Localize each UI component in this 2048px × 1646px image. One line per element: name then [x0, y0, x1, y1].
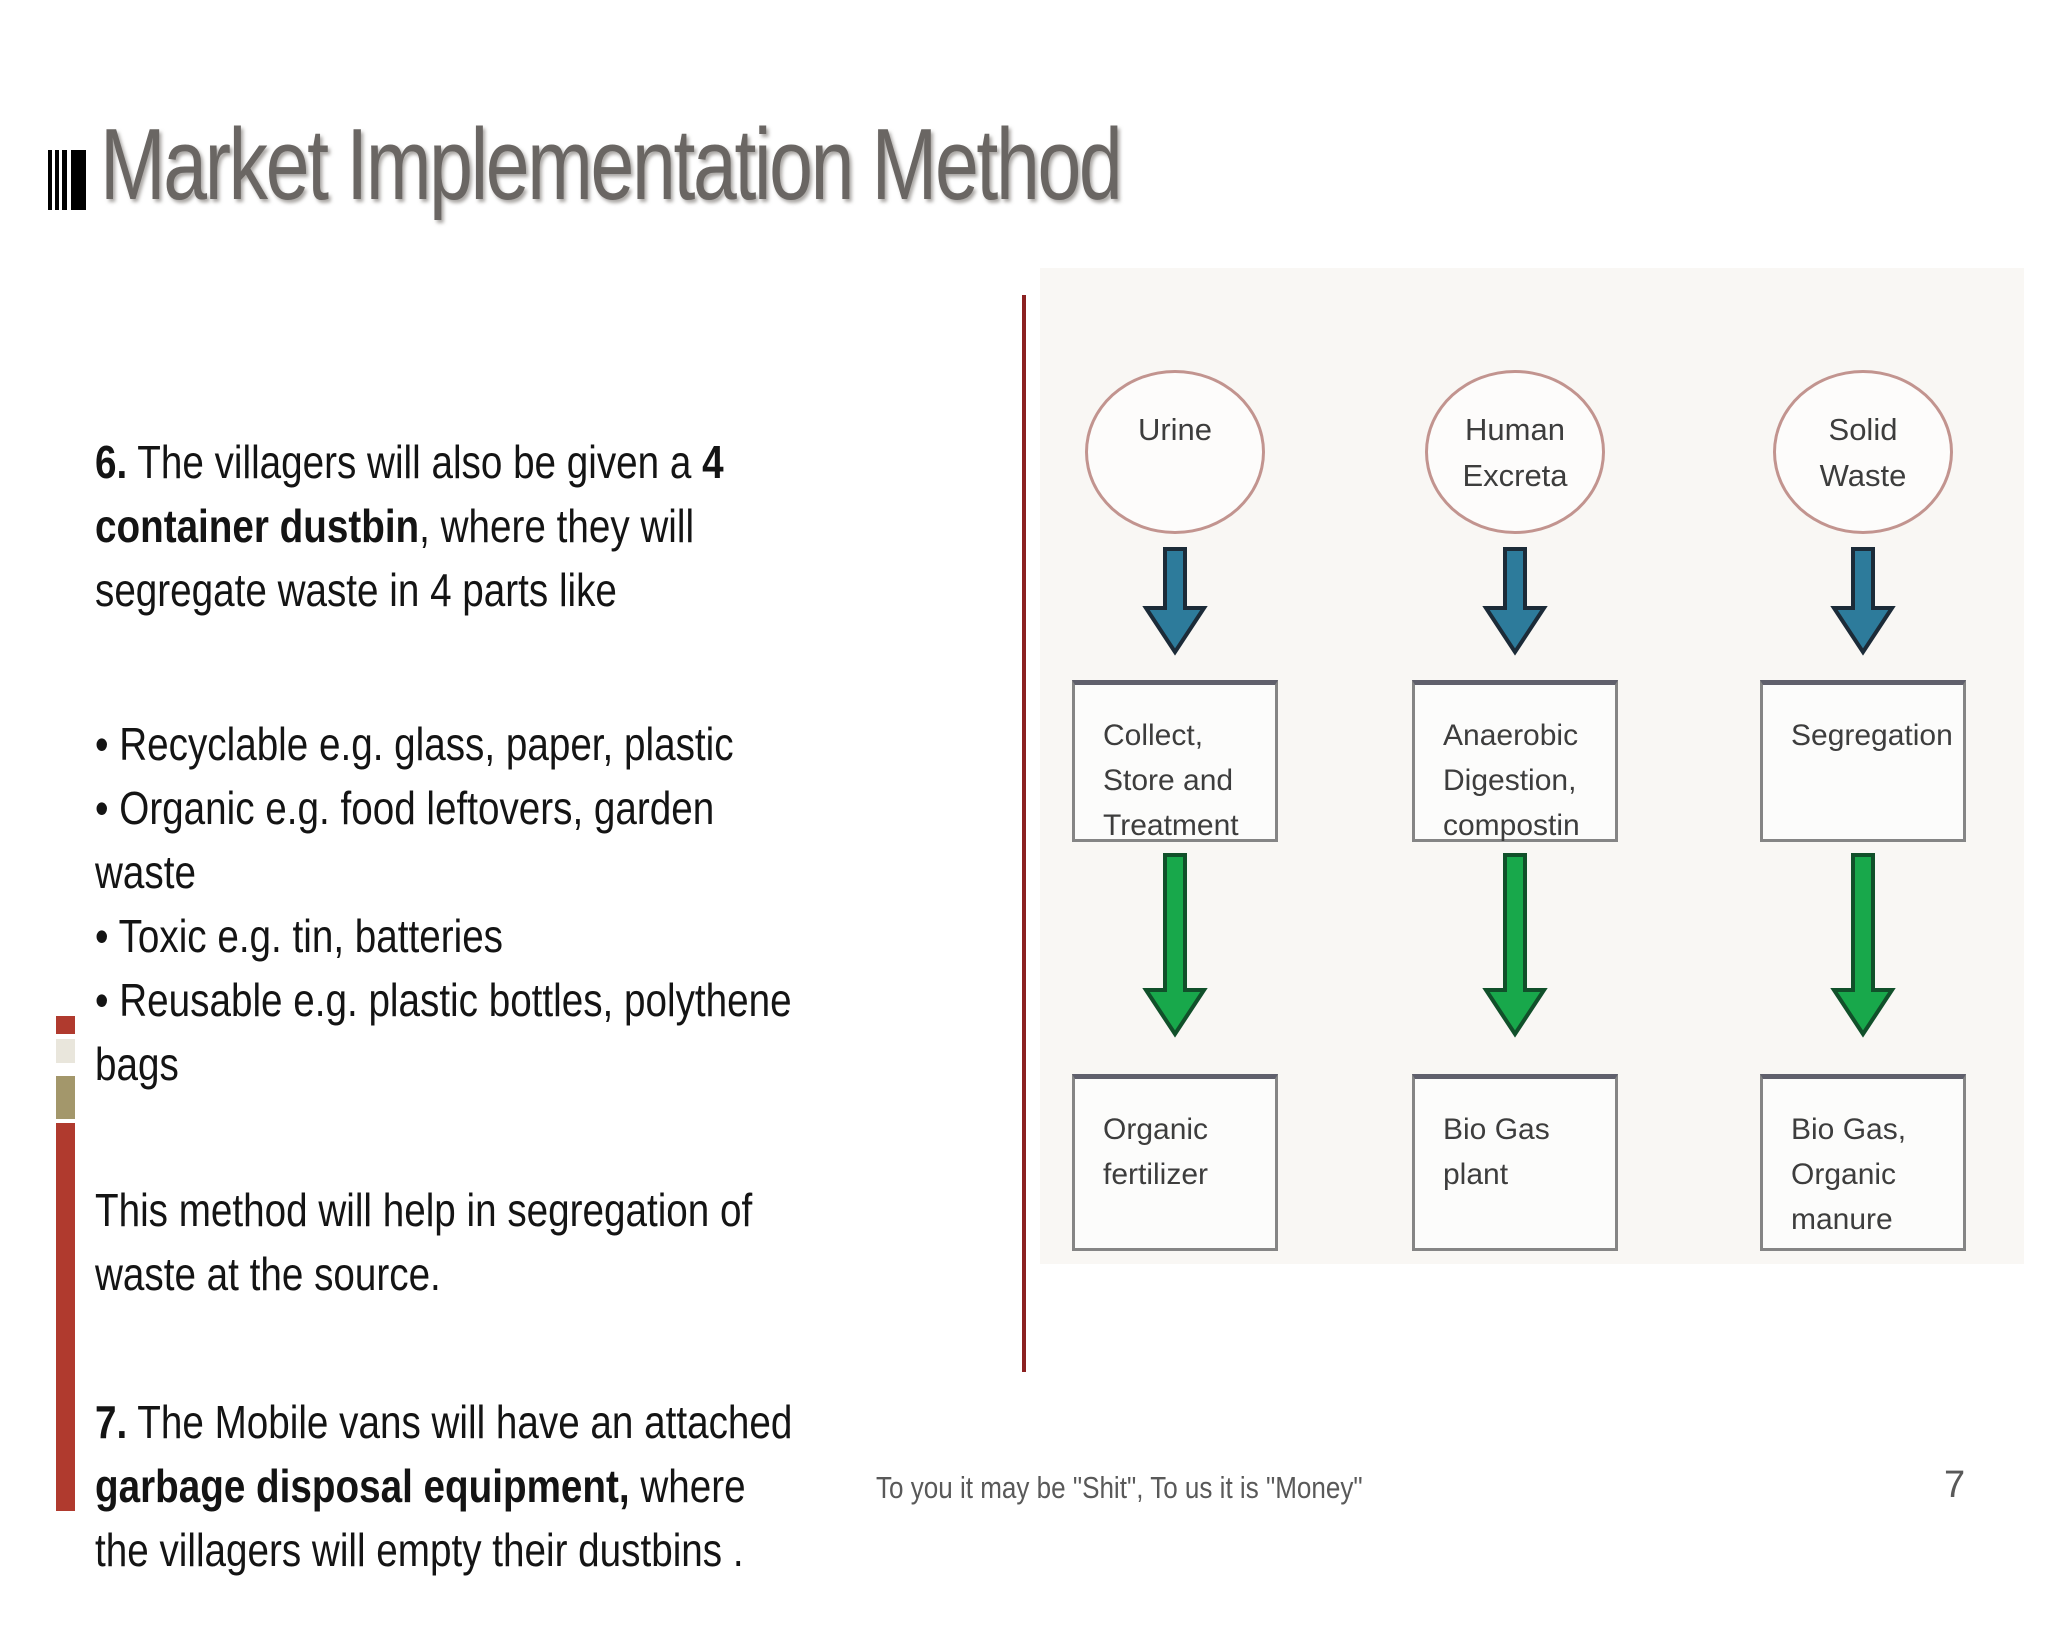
bullet-item: • Organic e.g. food leftovers, garden wa…	[95, 782, 715, 898]
process-label: Anaerobic Digestion, compostin	[1443, 719, 1580, 842]
down-arrow-green-icon	[1830, 852, 1896, 1043]
paragraph-method: This method will help in segregation of …	[95, 1178, 1069, 1306]
bullet-list: • Recyclable e.g. glass, paper, plastic •…	[95, 712, 1069, 1096]
down-arrow-green-icon	[1142, 852, 1208, 1043]
text-segment: The Mobile vans will have an attached	[137, 1396, 793, 1448]
text-segment: This method will help in segregation of …	[95, 1184, 753, 1300]
bullet-item: • Toxic e.g. tin, batteries	[95, 910, 504, 962]
accent-bar-red	[56, 1123, 75, 1511]
down-arrow-blue-icon	[1482, 546, 1548, 661]
text-segment: The villagers will also be given a	[127, 436, 703, 488]
process-box: Anaerobic Digestion, compostin	[1412, 680, 1618, 842]
page-number: 7	[1944, 1464, 1966, 1506]
process-label: Segregation	[1791, 719, 1953, 752]
output-box: Bio Gas plant	[1412, 1074, 1618, 1251]
down-arrow-green-icon	[1482, 852, 1548, 1043]
output-label: Bio Gas, Organic manure	[1791, 1113, 1907, 1236]
vertical-divider-line	[1022, 295, 1026, 1372]
page-title: Market Implementation Method	[100, 109, 1123, 221]
title-marker-bar	[48, 150, 52, 210]
output-label: Organic fertilizer	[1103, 1113, 1209, 1191]
output-box: Organic fertilizer	[1072, 1074, 1278, 1251]
process-box: Segregation	[1760, 680, 1966, 842]
slide: Market Implementation Method 6. The vill…	[48, 109, 2024, 1576]
body-text: 6. The villagers will also be given a 4 …	[95, 366, 1069, 1646]
accent-square-pale	[56, 1039, 75, 1063]
bold-text-segment: garbage disposal equipment,	[95, 1460, 630, 1512]
accent-square-red	[56, 1016, 75, 1034]
source-label: Solid Waste	[1819, 412, 1907, 493]
title-marker-bar	[62, 150, 67, 210]
paragraph-6: 6. The villagers will also be given a 4 …	[95, 430, 1069, 622]
output-box: Bio Gas, Organic manure	[1760, 1074, 1966, 1251]
title-marker-bar	[71, 150, 86, 210]
text-segment: , where they will segregate waste in 4 p…	[95, 500, 695, 616]
footer-text: To you it may be "Shit", To us it is "Mo…	[876, 1470, 1363, 1505]
bold-text-segment: 4 container dustbin	[95, 436, 724, 552]
source-circle: Solid Waste	[1773, 370, 1953, 534]
bold-text-segment: 6.	[95, 436, 128, 488]
bullet-item: • Recyclable e.g. glass, paper, plastic	[95, 718, 734, 770]
process-box: Collect, Store and Treatment	[1072, 680, 1278, 842]
process-label: Collect, Store and Treatment	[1103, 719, 1239, 842]
bold-text-segment: 7.	[95, 1396, 128, 1448]
source-label: Urine	[1137, 412, 1213, 447]
source-circle: Human Excreta	[1425, 370, 1605, 534]
accent-square-tan	[56, 1076, 75, 1119]
down-arrow-blue-icon	[1142, 546, 1208, 661]
source-label: Human Excreta	[1462, 412, 1568, 493]
bullet-item: • Reusable e.g. plastic bottles, polythe…	[95, 974, 792, 1090]
source-circle: Urine	[1085, 370, 1265, 534]
down-arrow-blue-icon	[1830, 546, 1896, 661]
title-marker-icon	[48, 150, 86, 210]
title-marker-bar	[55, 150, 59, 210]
output-label: Bio Gas plant	[1443, 1113, 1550, 1191]
